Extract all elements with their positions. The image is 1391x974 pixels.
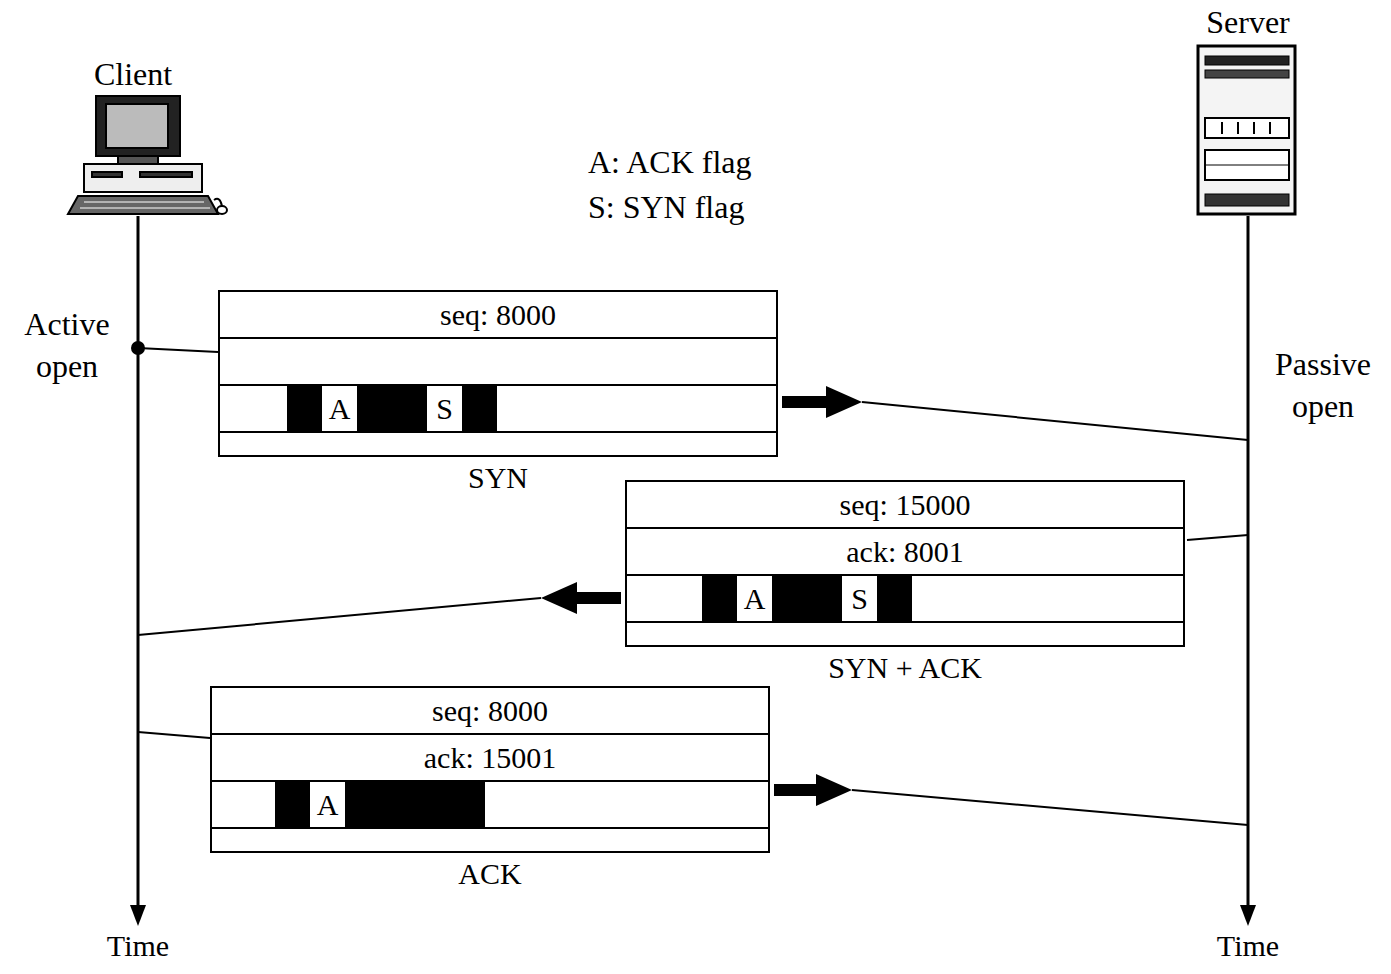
flag-off xyxy=(287,386,322,431)
flag-on: A xyxy=(322,386,357,431)
flag-letter: A xyxy=(329,392,351,426)
field-value: ack: 8001 xyxy=(846,535,963,569)
flag-letter: A xyxy=(317,788,339,822)
flag-off xyxy=(772,576,807,621)
header-field: ack: 15001 xyxy=(212,735,768,782)
header-field xyxy=(220,339,776,386)
flag-off xyxy=(275,782,310,827)
flag-off xyxy=(877,576,912,621)
flag-off xyxy=(807,576,842,621)
flag-on: A xyxy=(310,782,345,827)
flag-off xyxy=(357,386,392,431)
flag-letter: A xyxy=(744,582,766,616)
legend-note: A: ACK flag xyxy=(588,141,848,183)
flag-row: AS xyxy=(220,386,776,433)
flag-on: S xyxy=(427,386,462,431)
segment-frame: seq: 8000AS xyxy=(218,290,778,457)
flag-off xyxy=(450,782,485,827)
flag-on: S xyxy=(842,576,877,621)
server-icon xyxy=(1198,46,1295,214)
tcp-segment: seq: 15000ack: 8001ASSYN + ACK xyxy=(625,480,1185,686)
header-rest xyxy=(212,829,768,851)
device-label: Server xyxy=(1168,3,1328,41)
flag-row: A xyxy=(212,782,768,829)
header-rest xyxy=(220,433,776,455)
timeline xyxy=(130,216,1256,926)
flag-off xyxy=(415,782,450,827)
field-value: seq: 8000 xyxy=(432,694,548,728)
open-label: Passive open xyxy=(1262,343,1384,427)
flag-off xyxy=(380,782,415,827)
header-field: seq: 15000 xyxy=(627,482,1183,529)
header-field: seq: 8000 xyxy=(212,688,768,735)
header-field: ack: 8001 xyxy=(627,529,1183,576)
flag-off xyxy=(702,576,737,621)
tcp-segment: seq: 8000ASSYN xyxy=(218,290,778,496)
flag-letter: S xyxy=(851,582,868,616)
client-computer-icon xyxy=(68,96,227,214)
segment-frame: seq: 8000 ack: 15001A xyxy=(210,686,770,853)
time-label: Time xyxy=(1188,926,1308,966)
header-rest xyxy=(627,623,1183,645)
time-label: Time xyxy=(78,926,198,966)
device-label: Client xyxy=(53,55,213,93)
flag-off xyxy=(392,386,427,431)
flag-row: AS xyxy=(627,576,1183,623)
field-value: seq: 8000 xyxy=(440,298,556,332)
flag-off xyxy=(462,386,497,431)
field-value: seq: 15000 xyxy=(840,488,971,522)
segment-type: ACK xyxy=(210,856,770,892)
segment-frame: seq: 15000ack: 8001AS xyxy=(625,480,1185,647)
flag-on: A xyxy=(737,576,772,621)
server-node: Server xyxy=(1168,3,1328,41)
flag-off xyxy=(345,782,380,827)
client-node: Client xyxy=(53,55,213,93)
segment-type: SYN + ACK xyxy=(625,650,1185,686)
legend-note: S: SYN flag xyxy=(588,186,848,228)
flag-letter: S xyxy=(436,392,453,426)
field-value: ack: 15001 xyxy=(424,741,556,775)
tcp-segment: seq: 8000 ack: 15001A ACK xyxy=(210,686,770,892)
open-label: Active open xyxy=(12,303,122,387)
header-field: seq: 8000 xyxy=(220,292,776,339)
